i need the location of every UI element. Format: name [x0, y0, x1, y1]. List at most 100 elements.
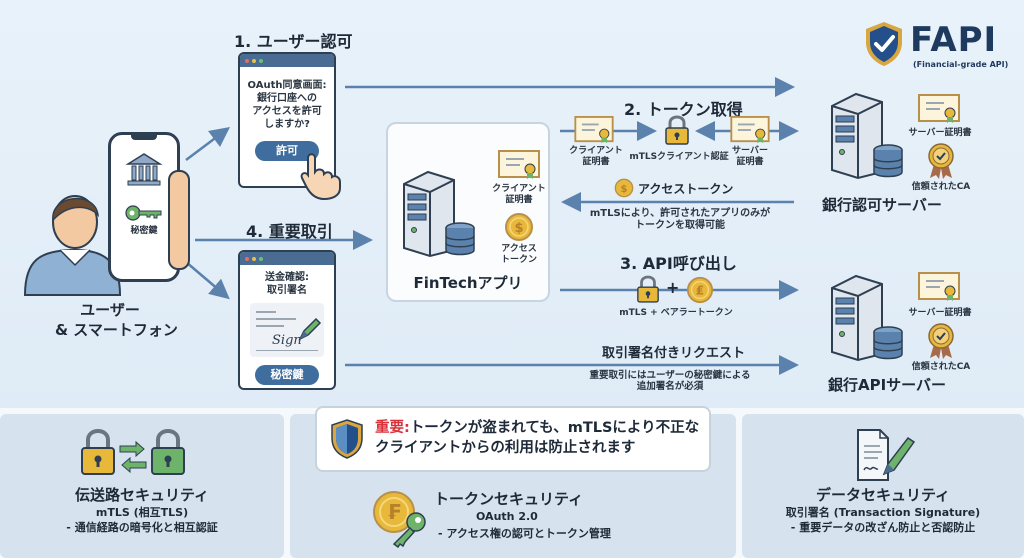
token-security-title: トークンセキュリティ	[434, 490, 584, 508]
api-server-label: 銀行APIサーバー	[828, 376, 947, 394]
private-key-button[interactable]: 秘密鍵	[255, 365, 319, 385]
fintech-token-label: アクセス トークン	[484, 244, 554, 266]
auth-server-icon	[831, 92, 903, 180]
signed-request-note-line2: 追加署名が必須	[636, 381, 704, 393]
data-security-line1: 取引署名 (Transaction Signature)	[785, 506, 981, 519]
api-server-icon	[831, 274, 903, 362]
window-titlebar	[240, 54, 334, 67]
shield-icon	[331, 419, 363, 459]
svg-text:$: $	[621, 184, 628, 195]
step1-title: 1. ユーザー認可	[234, 32, 353, 51]
transport-security-desc: mTLS (相互TLS) - 通信経路の暗号化と相互認証	[0, 506, 284, 536]
signature-area: Sign	[250, 303, 324, 357]
plus-sign: +	[666, 278, 680, 297]
consent-line: OAuth同意画面:	[247, 80, 327, 91]
client-cert-label: クライアント 証明書	[566, 146, 626, 168]
sign-text: Sign	[272, 333, 302, 348]
hand	[168, 170, 190, 270]
token-key-icon: ₣	[373, 491, 426, 548]
trusted-ca-badge-icon	[928, 143, 954, 179]
user-label: ユーザー & スマートフォン	[55, 300, 178, 341]
notice-line2: クライアントからの利用は防止されます	[375, 440, 636, 457]
signed-request-title: 取引署名付きリクエスト	[602, 346, 746, 361]
access-token-coin-icon: $	[614, 178, 634, 198]
data-security-line2: - 重要データの改ざん防止と否認防止	[790, 520, 976, 534]
mtls-locks-icon	[81, 429, 185, 475]
fintech-app-label: FinTechアプリ	[413, 274, 523, 292]
step3-label: mTLS + ベアラートークン	[619, 308, 733, 318]
step2-note: mTLSにより、許可されたアプリのみが トークンを取得可能	[570, 208, 790, 232]
consent-line: 銀行口座への	[257, 93, 317, 104]
key-icon	[125, 205, 162, 221]
server-cert-label: サーバー 証明書	[728, 146, 772, 168]
sign-window-line2: 取引署名	[267, 285, 307, 296]
arrow-phone-to-consent	[185, 127, 230, 161]
signed-request-note-line1: 重要取引にはユーザーの秘密鍵による	[589, 370, 751, 381]
user-label-line1: ユーザー	[80, 301, 140, 319]
server-cert-line2: 証明書	[736, 156, 764, 167]
sign-window-line1: 送金確認:	[265, 272, 309, 283]
notice-line1: 重要:トークンが盗まれても、mTLSにより不正な	[375, 418, 699, 438]
oauth-consent-window: OAuth同意画面: 銀行口座への アクセスを許可 しますか? 許可	[238, 52, 336, 188]
notice-emphasis: 重要:	[375, 420, 410, 436]
window-titlebar	[240, 252, 334, 265]
svg-text:₤: ₤	[696, 284, 704, 298]
data-security-desc: 取引署名 (Transaction Signature) - 重要データの改ざん…	[742, 506, 1024, 536]
fintech-cert-line1: クライアント	[492, 184, 546, 194]
step2-note-line2: トークンを取得可能	[635, 220, 725, 231]
transport-security-line2: - 通信経路の暗号化と相互認証	[66, 520, 218, 534]
server-cert-line1: サーバー	[732, 146, 768, 156]
pen-icon	[298, 317, 322, 341]
api-server-ca-label: 信頼されたCA	[911, 362, 971, 372]
transport-security-panel: 伝送路セキュリティ mTLS (相互TLS) - 通信経路の暗号化と相互認証	[0, 414, 284, 558]
bank-icon	[125, 153, 163, 186]
allow-button[interactable]: 許可	[255, 141, 319, 161]
server-icon	[403, 170, 475, 258]
notice-text: 重要:トークンが盗まれても、mTLSにより不正な クライアントからの利用は防止さ…	[375, 418, 699, 459]
fapi-title: FAPI	[910, 20, 998, 60]
svg-text:₣: ₣	[387, 500, 401, 524]
mtls-lock-icon	[637, 275, 659, 303]
user-label-line2: & スマートフォン	[55, 321, 178, 340]
auth-server-certificate-icon	[918, 94, 960, 123]
consent-text: OAuth同意画面: 銀行口座への アクセスを許可 しますか?	[240, 79, 334, 131]
data-security-panel: データセキュリティ 取引署名 (Transaction Signature) -…	[742, 414, 1024, 558]
fapi-logo	[862, 20, 906, 72]
auth-server-cert-label: サーバー証明書	[908, 128, 972, 138]
transaction-sign-window: 送金確認: 取引署名 Sign 秘密鍵	[238, 250, 336, 390]
fintech-token-line1: アクセス	[501, 244, 537, 254]
sign-window-text: 送金確認: 取引署名	[240, 271, 334, 297]
svg-text:$: $	[514, 221, 523, 236]
server-certificate-icon	[730, 116, 770, 144]
access-token-label: アクセストークン	[638, 182, 734, 196]
auth-server-ca-label: 信頼されたCA	[911, 182, 971, 192]
fintech-cert-line2: 証明書	[505, 194, 533, 205]
step2-note-line1: mTLSにより、許可されたアプリのみが	[589, 208, 771, 219]
phone-key-label: 秘密鍵	[130, 226, 158, 236]
consent-line: しますか?	[264, 119, 310, 130]
mtls-client-auth-label: mTLSクライアント認証	[629, 152, 729, 162]
transport-security-line1: mTLS (相互TLS)	[95, 506, 189, 519]
fintech-token-line2: トークン	[500, 254, 537, 265]
phone-notch	[131, 135, 157, 140]
token-security-line2: - アクセス権の認可とトークン管理	[438, 527, 611, 540]
auth-server-label: 銀行認可サーバー	[822, 196, 942, 214]
person-icon	[23, 195, 122, 296]
token-security-line1: OAuth 2.0	[476, 510, 538, 523]
lock-icon	[665, 115, 689, 145]
api-server-cert-label: サーバー証明書	[908, 308, 972, 318]
signed-document-icon	[857, 429, 916, 481]
client-cert-line1: クライアント	[569, 146, 623, 156]
shield-check-icon	[866, 22, 902, 66]
data-security-title: データセキュリティ	[815, 486, 951, 504]
api-server-certificate-icon	[918, 272, 960, 301]
pointing-hand-icon	[300, 153, 341, 200]
api-trusted-ca-badge-icon	[928, 323, 954, 359]
consent-line: アクセスを許可	[252, 106, 322, 117]
step2-title: 2. トークン取得	[624, 100, 743, 119]
coin-icon: $	[505, 213, 533, 241]
arrow-phone-to-sign	[185, 261, 230, 300]
step4-title: 4. 重要取引	[246, 222, 333, 241]
notice-line1-text: トークンが盗まれても、mTLSにより不正な	[409, 420, 700, 436]
certificate-icon	[498, 150, 540, 179]
